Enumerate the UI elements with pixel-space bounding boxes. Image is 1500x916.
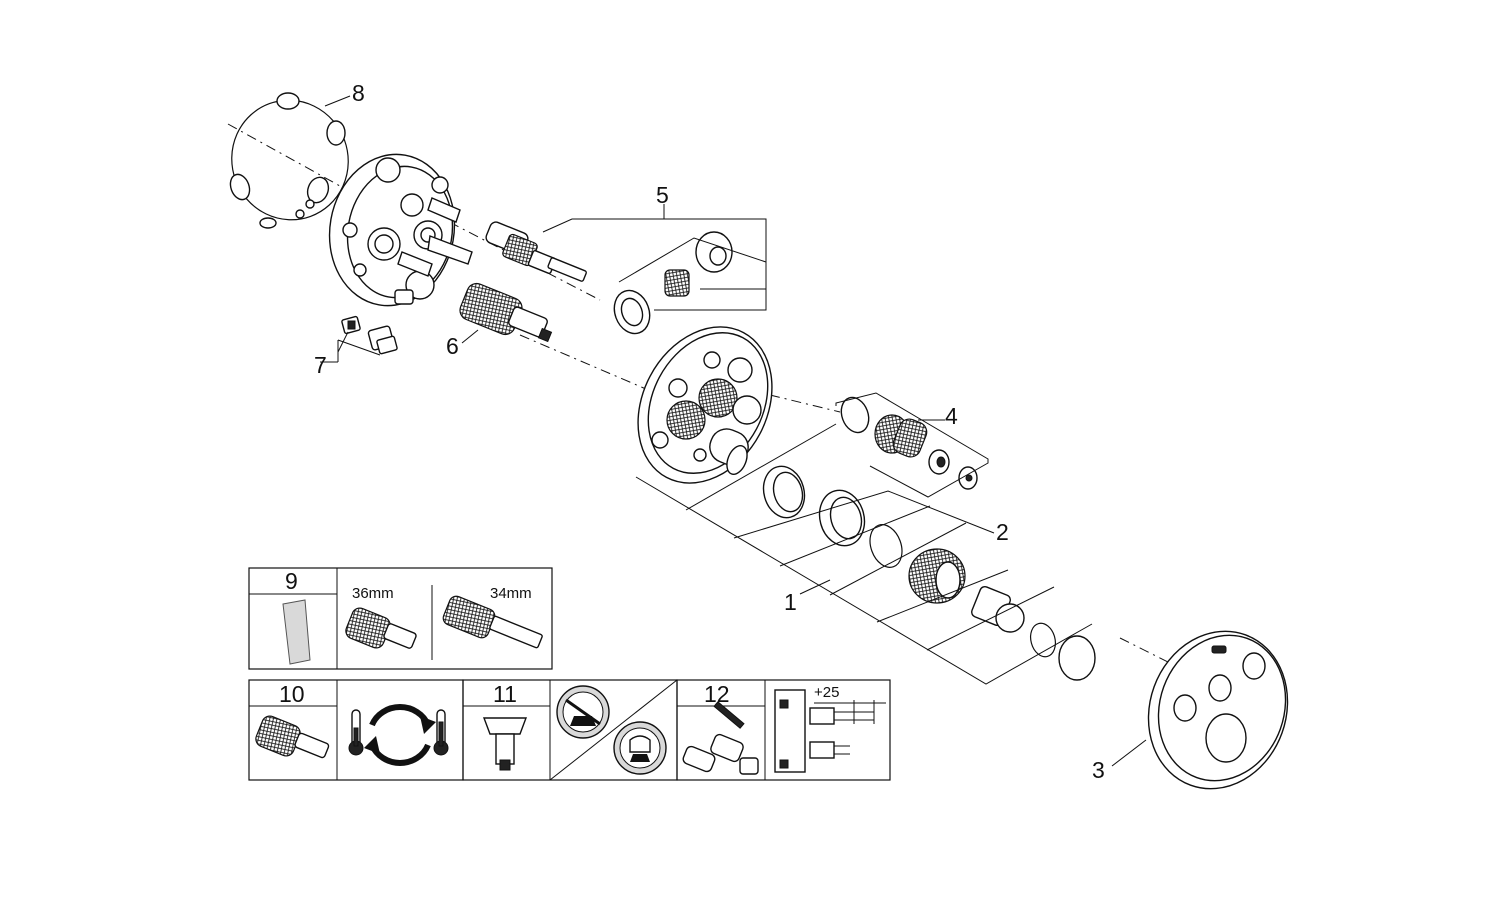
mounting-plate-part — [637, 326, 773, 484]
cartridge-36mm-image — [345, 607, 391, 649]
legend-11-number: 11 — [493, 681, 517, 707]
rotate-arrows-icon — [364, 704, 436, 766]
no-spray-icon — [556, 685, 610, 739]
size-34mm-label: 34mm — [490, 585, 532, 602]
legend-box-9: 9 36mm 34mm — [248, 567, 553, 670]
legend-box-12: 12 +25 — [676, 679, 891, 781]
plug-set-part — [320, 315, 398, 363]
size-36mm-label: 36mm — [352, 585, 394, 602]
legend-box-11: 11 — [462, 679, 678, 781]
cartridge-image — [255, 715, 301, 757]
seal-ring-part — [229, 92, 351, 229]
callout-2: 2 — [996, 519, 1009, 545]
callout-5: 5 — [656, 182, 669, 208]
thermometer-icon — [433, 709, 449, 756]
shower-spray-icon — [613, 721, 667, 775]
thermostatic-cartridge-part — [459, 282, 553, 344]
diverter-cartridge-part — [485, 204, 767, 335]
callout-3: 3 — [1092, 757, 1105, 783]
assembly-tool-image — [282, 599, 311, 665]
legend-10-number: 10 — [279, 681, 305, 707]
trim-plate-part — [1111, 630, 1289, 790]
extension-parts-image — [682, 701, 759, 775]
callout-7: 7 — [314, 352, 327, 378]
trim-sleeve-set-part — [635, 423, 1096, 685]
legend-box-10: 10 — [248, 679, 464, 781]
cartridge-34mm-image — [442, 595, 496, 639]
extension-length-label: +25 — [814, 684, 839, 701]
thermometer-icon — [348, 709, 364, 756]
callout-4: 4 — [945, 403, 958, 429]
valve-body-part — [328, 153, 473, 307]
callout-8: 8 — [352, 80, 365, 106]
callout-1: 1 — [784, 589, 797, 615]
legend-9-number: 9 — [285, 568, 298, 594]
diverter-spindle-set-part — [835, 392, 989, 498]
callout-6: 6 — [446, 333, 459, 359]
extension-install-image — [774, 689, 886, 773]
adapter-image — [482, 717, 528, 771]
